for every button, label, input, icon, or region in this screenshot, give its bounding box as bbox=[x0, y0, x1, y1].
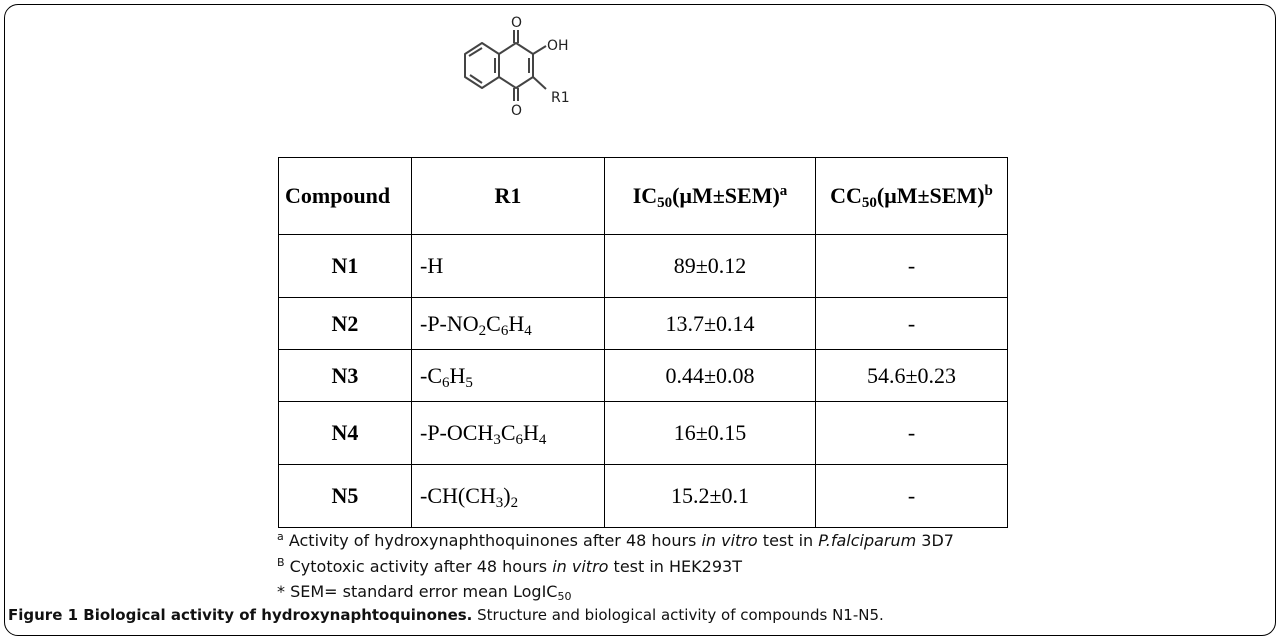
compound-cell: N2 bbox=[278, 297, 412, 350]
cc50-cell: - bbox=[815, 234, 1008, 298]
caption-text: Structure and biological activity of com… bbox=[472, 606, 884, 624]
header-compound: Compound bbox=[278, 157, 412, 235]
footnote-a: a Activity of hydroxynaphthoquinones aft… bbox=[277, 530, 954, 550]
oxygen-top-label: O bbox=[511, 15, 522, 31]
r1-cell: -H bbox=[411, 234, 605, 298]
r1-cell: -P-NO2C6H4 bbox=[411, 297, 605, 350]
figure-caption: Figure 1 Biological activity of hydroxyn… bbox=[8, 606, 884, 624]
header-ic50: IC50(μM±SEM)a bbox=[604, 157, 816, 235]
cc50-cell: 54.6±0.23 bbox=[815, 349, 1008, 402]
cc50-cell: - bbox=[815, 464, 1008, 528]
naphthoquinone-structure: O OH O R1 bbox=[464, 15, 570, 119]
r1-cell: -P-OCH3C6H4 bbox=[411, 401, 605, 465]
compound-cell: N5 bbox=[278, 464, 412, 528]
footnote-sem: * SEM= standard error mean LogIC50 bbox=[277, 582, 572, 603]
r1-cell: -C6H5 bbox=[411, 349, 605, 402]
compound-cell: N4 bbox=[278, 401, 412, 465]
footnote-b: B Cytotoxic activity after 48 hours in v… bbox=[277, 556, 742, 576]
header-cc50: CC50(μM±SEM)b bbox=[815, 157, 1008, 235]
caption-title: Figure 1 Biological activity of hydroxyn… bbox=[8, 606, 473, 624]
r1-cell: -CH(CH3)2 bbox=[411, 464, 605, 528]
cc50-cell: - bbox=[815, 401, 1008, 465]
ic50-cell: 13.7±0.14 bbox=[604, 297, 816, 350]
figure-frame: O OH O R1 Compound R1 IC50(μM±SEM)a CC50… bbox=[4, 4, 1276, 636]
r1-substituent-label: R1 bbox=[551, 90, 570, 106]
cc50-cell: - bbox=[815, 297, 1008, 350]
ic50-cell: 0.44±0.08 bbox=[604, 349, 816, 402]
oxygen-bottom-label: O bbox=[511, 103, 522, 119]
compound-cell: N3 bbox=[278, 349, 412, 402]
ic50-cell: 15.2±0.1 bbox=[604, 464, 816, 528]
activity-table: Compound R1 IC50(μM±SEM)a CC50(μM±SEM)b … bbox=[278, 157, 1008, 528]
compound-cell: N1 bbox=[278, 234, 412, 298]
table-header-row: Compound R1 IC50(μM±SEM)a CC50(μM±SEM)b bbox=[278, 157, 1008, 235]
hydroxyl-label: OH bbox=[547, 38, 569, 54]
header-r1: R1 bbox=[411, 157, 605, 235]
ic50-cell: 16±0.15 bbox=[604, 401, 816, 465]
ic50-cell: 89±0.12 bbox=[604, 234, 816, 298]
